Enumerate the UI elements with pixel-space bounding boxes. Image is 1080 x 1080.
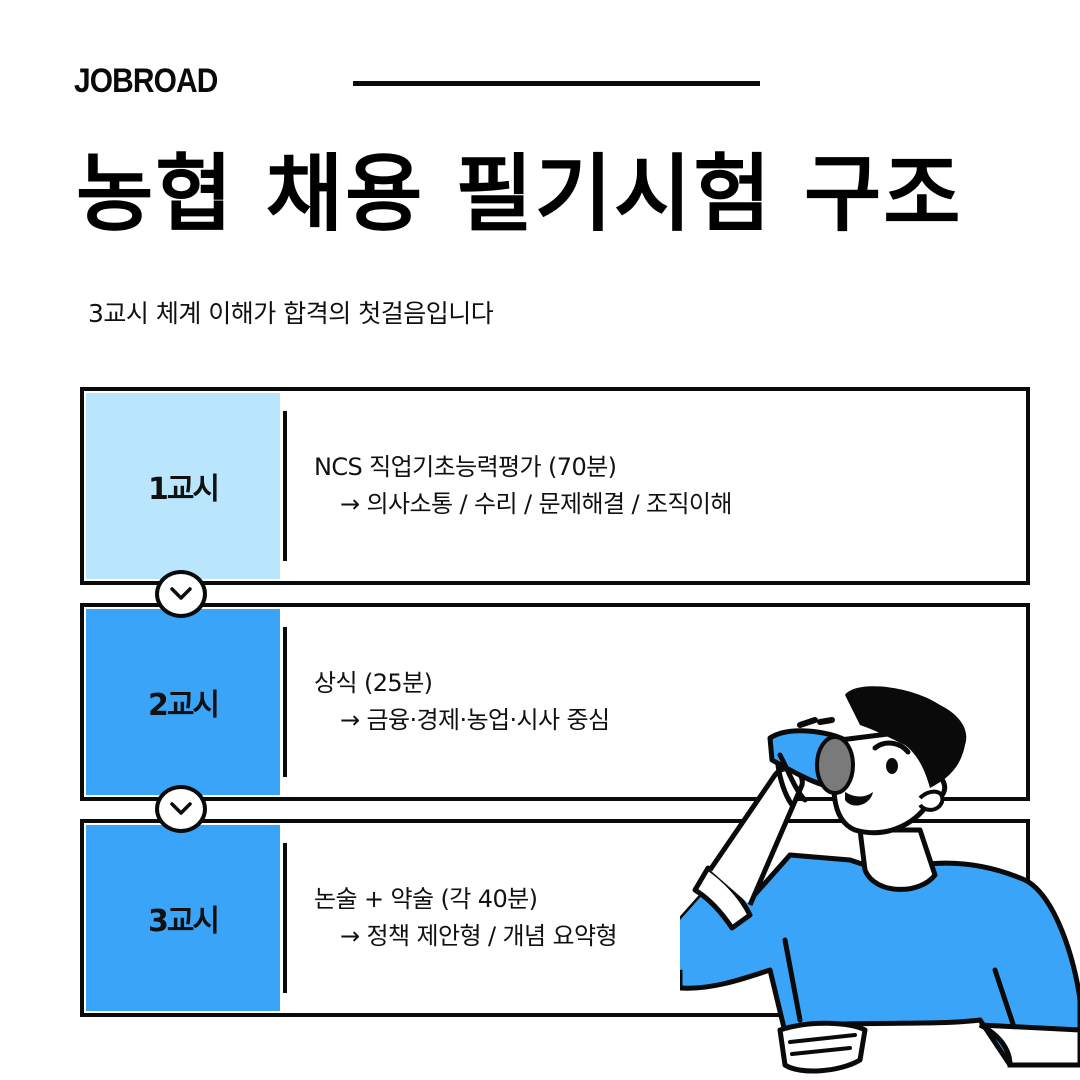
chevron-down-icon <box>155 785 207 833</box>
page-subtitle: 3교시 체계 이해가 합격의 첫걸음입니다 <box>88 299 494 328</box>
period-title-3: 논술 + 약술 (각 40분) <box>314 885 538 913</box>
period-description-1: NCS 직업기초능력평가 (70분) → 의사소통 / 수리 / 문제해결 / … <box>314 391 732 581</box>
period-detail-2: → 금융·경제·농업·시사 중심 <box>340 706 610 734</box>
page-title: 농협 채용 필기시험 구조 <box>76 145 963 243</box>
row-divider <box>283 411 287 561</box>
period-description-3: 논술 + 약술 (각 40분) → 정책 제안형 / 개념 요약형 <box>314 823 618 1013</box>
row-divider <box>283 843 287 993</box>
period-row-1: 1교시 NCS 직업기초능력평가 (70분) → 의사소통 / 수리 / 문제해… <box>80 387 1030 585</box>
chevron-down-icon <box>155 570 207 618</box>
person-binoculars-illustration <box>680 686 1080 1074</box>
brand-logo: JOBROAD <box>74 62 218 100</box>
row-divider <box>283 627 287 777</box>
period-label-2: 2교시 <box>86 609 280 795</box>
header-divider <box>353 81 760 86</box>
period-detail-3: → 정책 제안형 / 개념 요약형 <box>340 922 618 950</box>
period-description-2: 상식 (25분) → 금융·경제·농업·시사 중심 <box>314 607 610 797</box>
period-detail-1: → 의사소통 / 수리 / 문제해결 / 조직이해 <box>340 490 732 518</box>
period-label-3: 3교시 <box>86 825 280 1011</box>
period-title-2: 상식 (25분) <box>314 669 433 697</box>
period-label-1: 1교시 <box>86 393 280 579</box>
period-title-1: NCS 직업기초능력평가 (70분) <box>314 453 617 481</box>
